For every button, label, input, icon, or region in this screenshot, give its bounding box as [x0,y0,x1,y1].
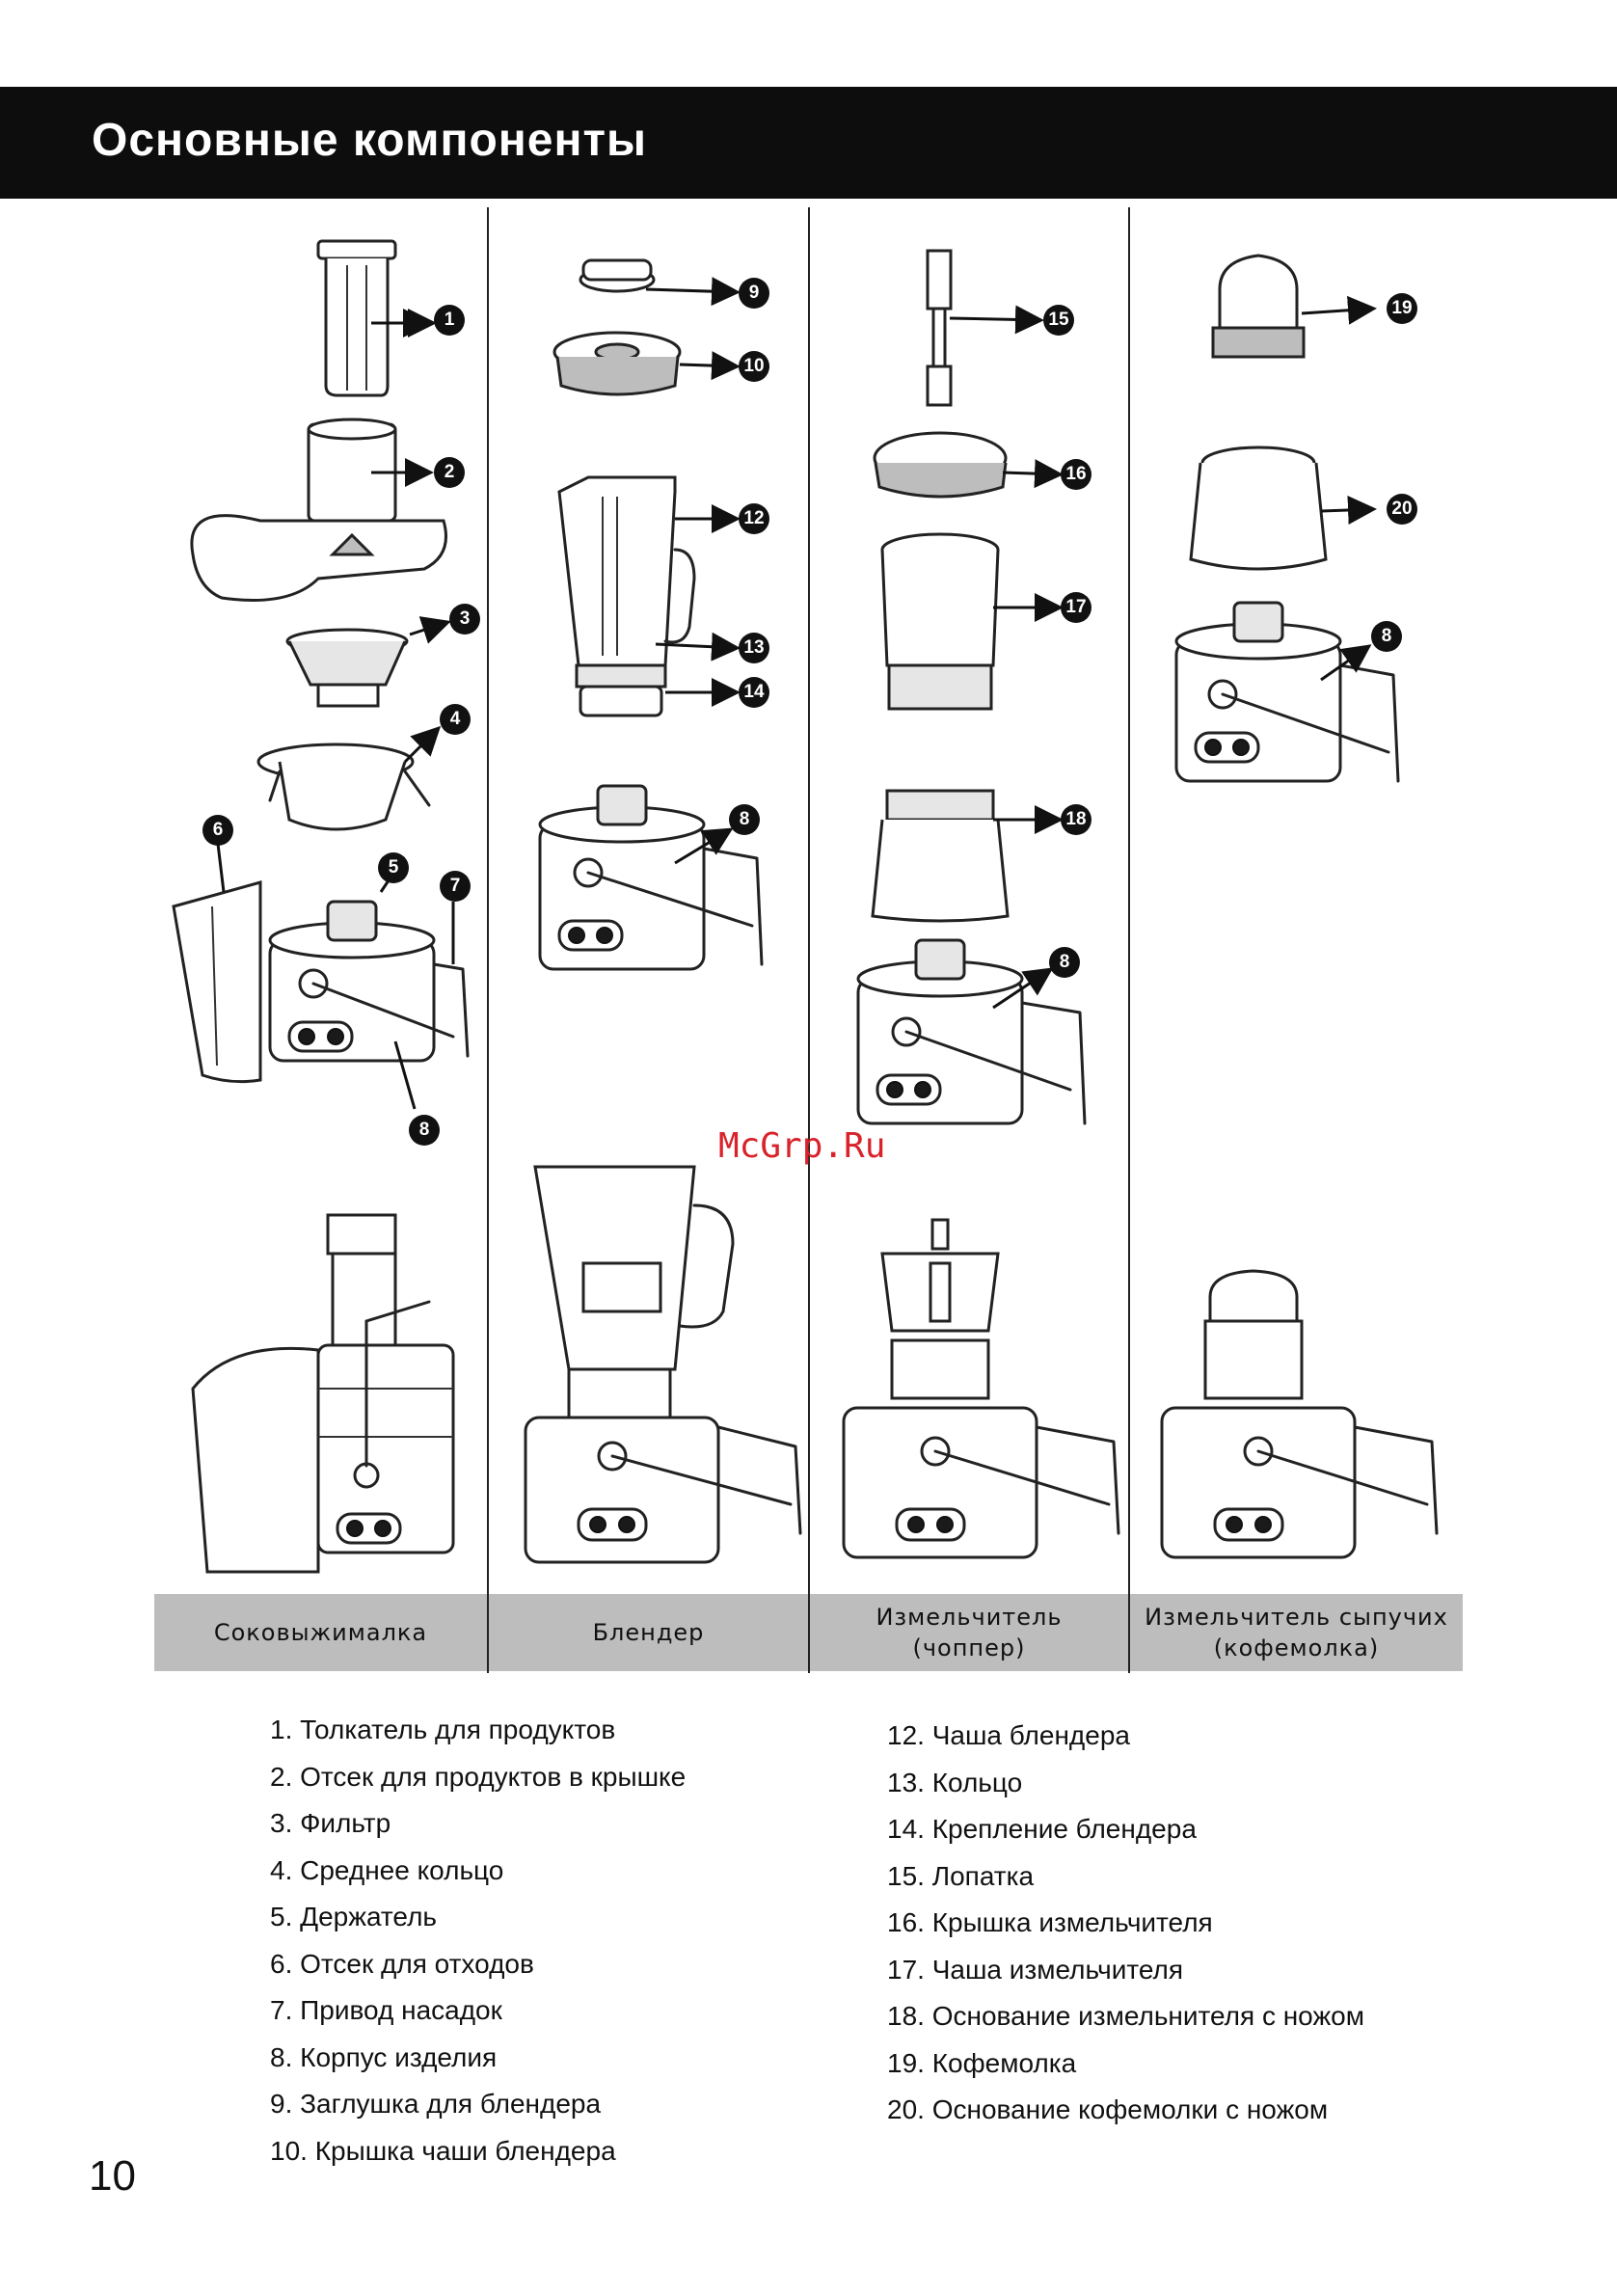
callout-15: 15 [1043,305,1074,336]
header-bar [0,87,1617,199]
legend-item: 19. Кофемолка [887,2047,1077,2078]
callout-17: 17 [1061,592,1091,623]
legend-item: 17. Чаша измельчителя [887,1954,1184,1985]
legend-item: 7. Привод насадок [270,1995,502,2025]
label-divider [808,1594,810,1671]
callout-3: 3 [449,604,480,635]
callout-2: 2 [434,457,465,488]
pulp-container-illustration [172,880,262,1084]
callout-12: 12 [739,503,769,534]
callout-4: 4 [440,704,471,735]
callout-16: 16 [1061,459,1091,490]
callout-8: 8 [1371,621,1402,652]
assembled-chopper-illustration [842,1218,1120,1559]
legend-item: 5. Держатель [270,1902,438,1931]
callout-13: 13 [739,633,769,663]
legend-right: 12. Чаша блендера 13. Кольцо 14. Креплен… [887,1713,1364,2134]
legend-item: 1. Толкатель для продуктов [270,1715,616,1744]
column-label-blender: Блендер [592,1619,705,1646]
callout-5: 7 [440,871,471,902]
legend-item: 2. Отсек для продуктов в крышке [270,1761,687,1792]
column-divider [487,207,489,1673]
motor-base-illustration [856,938,1087,1125]
chopper-bowl-illustration [880,532,1000,711]
components-diagram [172,239,1439,1574]
grinder-cup-illustration [1211,254,1306,359]
page-title: Основные компоненты [92,115,647,166]
legend-item: 3. Фильтр [270,1808,391,1838]
legend-item: 9. Заглушка для блендера [270,2089,602,2119]
callout-8: 8 [729,804,760,835]
label-divider [487,1594,489,1671]
column-label-juicer: Соковыжималка [213,1619,428,1646]
motor-base-illustration [268,900,470,1063]
column-divider [808,207,810,1673]
callout-10: 10 [739,351,769,382]
legend-item: 15. Лопатка [887,1860,1035,1891]
callout-14: 14 [739,677,769,708]
legend-item: 4. Среднее кольцо [270,1854,504,1885]
ring-illustration [256,743,431,831]
page-number: 10 [89,2152,136,2200]
chopper-base-illustration [871,789,1010,923]
legend-item: 6. Отсек для отходов [270,1948,534,1979]
callout-1: 1 [434,305,465,336]
legend-item: 10. Крышка чаши блендера [270,2135,616,2166]
assembled-grinder-illustration [1160,1269,1439,1559]
blender-jug-illustration [557,475,696,717]
legend-item: 14. Крепление блендера [887,1814,1197,1844]
legend-item: 12. Чаша блендера [887,1720,1130,1750]
callout-8: 8 [409,1115,440,1146]
callout-9: 9 [739,278,769,309]
callout-18: 18 [1061,804,1091,835]
legend-item: 18. Основание измельнителя с ножом [887,2001,1364,2031]
spatula-illustration [926,249,953,407]
blender-lid-illustration [552,331,682,396]
callout-20: 20 [1387,494,1417,525]
legend-item: 13. Кольцо [887,1767,1023,1797]
callout-8: 8 [1049,947,1080,978]
assembled-blender-illustration [524,1165,802,1564]
column-label-grinder: Измельчитель сыпучих (кофемолка) [1145,1604,1448,1661]
pusher-illustration [316,239,437,397]
blender-cap-illustration [579,258,656,293]
legend-left: 1. Толкатель для продуктов 2. Отсек для … [270,1707,686,2174]
lid-illustration [190,418,447,602]
assembled-juicer-illustration [191,1213,455,1574]
column-divider [1128,207,1130,1673]
grinder-base-illustration [1189,446,1328,571]
filter-illustration [285,628,409,708]
column-label-chopper: Измельчитель (чоппер) [876,1604,1063,1661]
label-divider [1128,1594,1130,1671]
callout-6: 6 [202,815,233,846]
callout-19: 19 [1387,293,1417,324]
motor-base-illustration [538,784,764,971]
legend-item: 8. Корпус изделия [270,2041,498,2072]
legend-item: 16. Крышка измельчителя [887,1907,1213,1937]
legend-item: 20. Основание кофемолки с ножом [887,2094,1329,2124]
callout-7: 5 [378,852,409,883]
watermark: McGrp.Ru [718,1126,886,1166]
motor-base-illustration [1174,601,1400,783]
chopper-lid-illustration [873,431,1008,499]
